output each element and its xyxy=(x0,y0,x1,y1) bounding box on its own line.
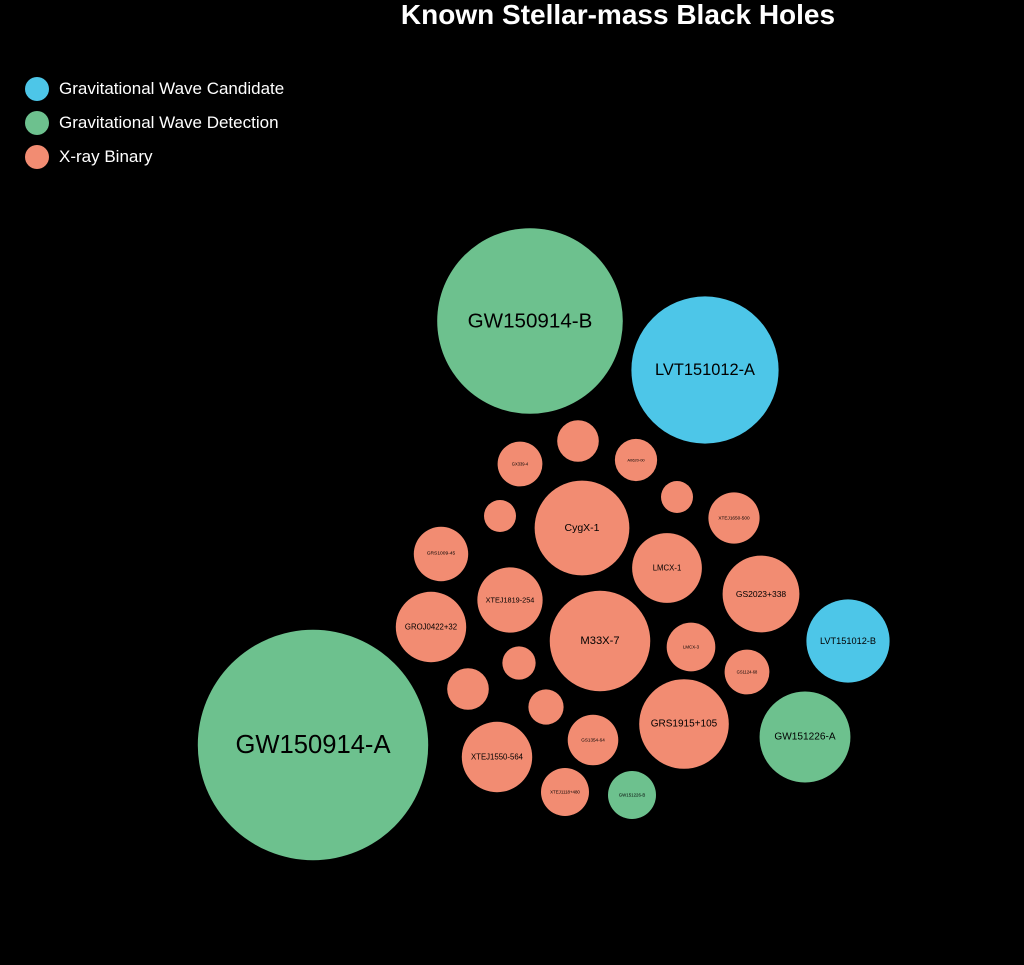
legend-item-xray: X-ray Binary xyxy=(25,140,284,174)
legend-swatch-detection xyxy=(25,111,49,135)
bubble-label-xtej1118-480: XTEJ1118+480 xyxy=(550,790,580,795)
bubble-m33x-7[interactable] xyxy=(549,590,651,692)
bubble-xtej1118-480[interactable] xyxy=(541,768,589,816)
bubble-grs1009-45[interactable] xyxy=(413,526,469,582)
bubble-label-xtej1650-500: XTEJ1650-500 xyxy=(718,516,750,521)
bubble-unlabeled-25[interactable] xyxy=(502,646,536,680)
bubble-label-a0620-00: A0620-00 xyxy=(627,458,645,463)
bubble-lvt151012-b[interactable] xyxy=(806,599,890,683)
legend-swatch-xray xyxy=(25,145,49,169)
legend-item-detection: Gravitational Wave Detection xyxy=(25,106,284,140)
bubble-cygx-1[interactable] xyxy=(534,480,630,576)
bubble-gw151226-b[interactable] xyxy=(608,771,656,819)
bubble-grs1915-105[interactable] xyxy=(639,679,729,769)
bubble-label-gx339-4: GX339-4 xyxy=(512,462,529,467)
bubble-label-grs1915-105: GRS1915+105 xyxy=(651,719,718,730)
bubble-gs1354-64[interactable] xyxy=(567,714,619,766)
bubble-label-gw151226-b: GW151226-B xyxy=(619,793,646,798)
bubble-unlabeled-26[interactable] xyxy=(447,668,489,710)
bubble-label-cygx-1: CygX-1 xyxy=(564,522,599,534)
bubble-xtej1650-500[interactable] xyxy=(708,492,760,544)
legend: Gravitational Wave Candidate Gravitation… xyxy=(25,72,284,174)
bubble-gw150914-a[interactable] xyxy=(197,629,429,861)
bubble-label-groj0422-32: GROJ0422+32 xyxy=(405,623,457,632)
bubble-gs1124-68[interactable] xyxy=(724,649,770,695)
bubble-lmcx-1[interactable] xyxy=(632,533,702,603)
bubble-gw151226-a[interactable] xyxy=(759,691,851,783)
bubble-label-gw150914-b: GW150914-B xyxy=(468,310,593,333)
bubble-lvt151012-a[interactable] xyxy=(631,296,779,444)
bubble-label-lvt151012-a: LVT151012-A xyxy=(655,361,755,379)
bubble-xtej1550-564[interactable] xyxy=(461,721,533,793)
bubble-lmcx-3[interactable] xyxy=(666,622,716,672)
chart-title: Known Stellar-mass Black Holes xyxy=(400,0,836,30)
bubble-label-m33x-7: M33X-7 xyxy=(580,635,619,647)
bubble-label-gs2023-338: GS2023+338 xyxy=(736,589,787,599)
bubble-label-gw151226-a: GW151226-A xyxy=(774,732,835,743)
bubble-label-xtej1550-564: XTEJ1550-564 xyxy=(471,753,524,762)
bubble-gs2023-338[interactable] xyxy=(722,555,800,633)
bubble-unlabeled-23[interactable] xyxy=(661,481,693,513)
bubble-label-lmcx-1: LMCX-1 xyxy=(653,564,682,573)
bubble-label-xtej1819-254: XTEJ1819-254 xyxy=(486,596,535,605)
legend-item-candidate: Gravitational Wave Candidate xyxy=(25,72,284,106)
legend-label-xray: X-ray Binary xyxy=(59,147,153,166)
bubble-label-lmcx-3: LMCX-3 xyxy=(683,645,700,650)
bubble-unlabeled-22[interactable] xyxy=(557,420,599,462)
bubble-label-grs1009-45: GRS1009-45 xyxy=(427,551,456,557)
bubble-unlabeled-24[interactable] xyxy=(484,500,516,532)
bubble-unlabeled-27[interactable] xyxy=(528,689,564,725)
legend-label-candidate: Gravitational Wave Candidate xyxy=(59,79,285,98)
bubble-gx339-4[interactable] xyxy=(497,441,543,487)
bubble-gw150914-b[interactable] xyxy=(437,228,623,414)
legend-label-detection: Gravitational Wave Detection xyxy=(59,113,279,132)
bubble-label-gw150914-a: GW150914-A xyxy=(235,731,391,759)
bubble-label-lvt151012-b: LVT151012-B xyxy=(820,636,876,646)
bubble-a0620-00[interactable] xyxy=(614,438,658,482)
bubble-groj0422-32[interactable] xyxy=(395,591,467,663)
bubble-label-gs1354-64: GS1354-64 xyxy=(581,738,605,743)
legend-swatch-candidate xyxy=(25,77,49,101)
bubble-xtej1819-254[interactable] xyxy=(477,567,543,633)
bubble-label-gs1124-68: GS1124-68 xyxy=(737,670,758,675)
